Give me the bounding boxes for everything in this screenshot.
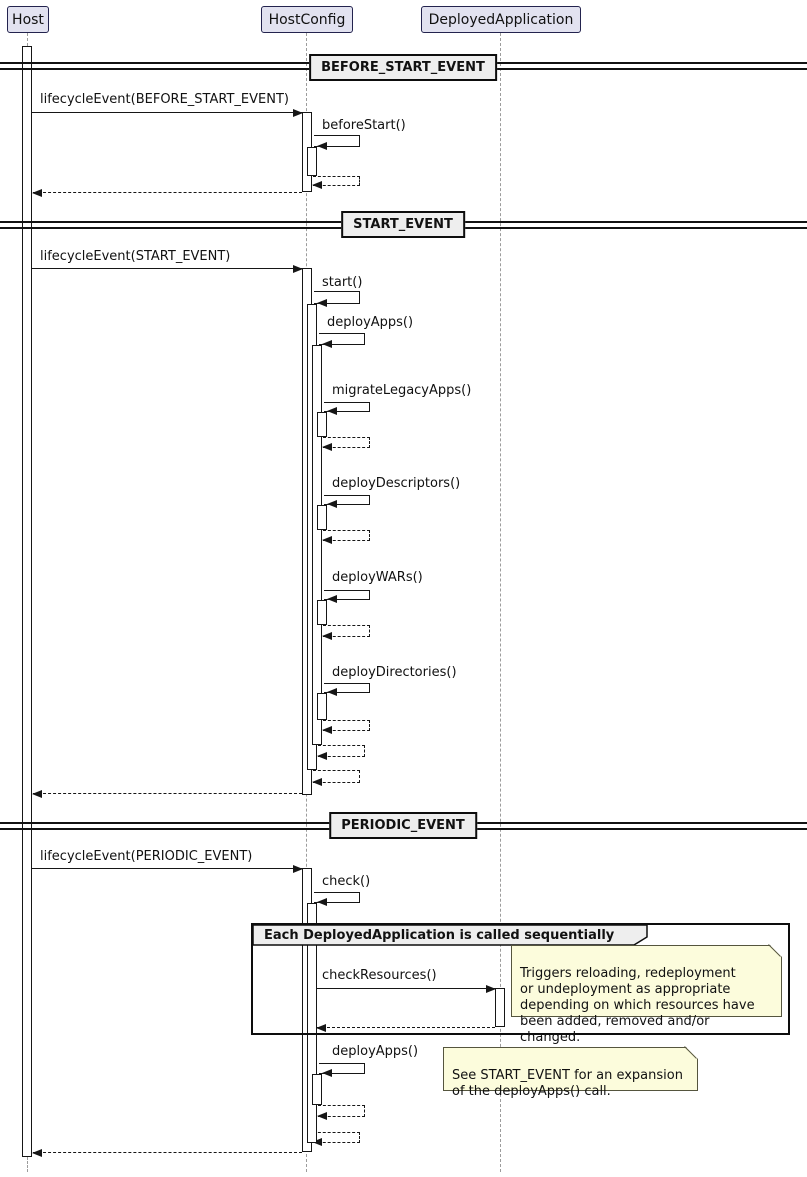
message-label-before-start: beforeStart() [322, 118, 406, 133]
arrowhead-icon [317, 142, 327, 150]
note-check-resources: Triggers reloading, redeployment or unde… [511, 944, 782, 1045]
return-arrow-lifecycle-before-start [32, 189, 302, 197]
arrowhead-icon [327, 595, 337, 603]
arrowhead-icon [312, 778, 322, 786]
divider-periodic-event: PERIODIC_EVENT [329, 812, 477, 839]
self-return-deploy-descriptors [322, 530, 370, 544]
activation-bar-migrate-legacy-apps [317, 412, 327, 437]
arrowhead-icon [317, 898, 327, 906]
message-label-deploy-apps-periodic: deployApps() [332, 1044, 419, 1059]
arrowhead-icon [322, 1069, 332, 1077]
message-label-lifecycle-start: lifecycleEvent(START_EVENT) [40, 249, 231, 264]
message-label-start: start() [322, 275, 363, 290]
message-label-deploy-directories: deployDirectories() [332, 665, 457, 680]
divider-before-start-event: BEFORE_START_EVENT [309, 54, 497, 81]
arrowhead-icon [317, 299, 327, 307]
arrowhead-icon [32, 189, 42, 197]
message-label-check: check() [322, 874, 371, 889]
activation-bar-before-start [307, 147, 317, 176]
arrowhead-icon [312, 1138, 322, 1146]
self-call-deploy-apps [319, 333, 365, 348]
return-arrow-lifecycle-start [32, 790, 302, 798]
message-label-deploy-descriptors: deployDescriptors() [332, 476, 461, 491]
lifeline-deployedapplication [500, 33, 501, 1172]
arrowhead-icon [32, 1149, 42, 1157]
message-arrow-lifecycle-start [32, 265, 303, 273]
arrowhead-icon [293, 265, 303, 273]
self-call-migrate-legacy-apps [324, 402, 370, 415]
lifeline-host-bottom [27, 1157, 28, 1172]
arrowhead-icon [322, 443, 332, 451]
note-check-resources-text: Triggers reloading, redeployment or unde… [520, 966, 755, 1045]
self-return-migrate-legacy-apps [322, 437, 370, 451]
self-return-deploy-apps-periodic [317, 1105, 365, 1120]
self-return-deploy-directories [322, 720, 370, 734]
activation-bar-check [307, 903, 317, 1143]
participant-host: Host [7, 6, 49, 33]
message-arrow-lifecycle-before-start [32, 109, 303, 117]
arrowhead-icon [322, 726, 332, 734]
arrowhead-icon [322, 536, 332, 544]
arrowhead-icon [317, 752, 327, 760]
activation-bar-deploy-apps-periodic [312, 1074, 322, 1105]
arrowhead-icon [327, 500, 337, 508]
arrowhead-icon [327, 407, 337, 415]
arrowhead-icon [327, 688, 337, 696]
message-label-migrate-legacy-apps: migrateLegacyApps() [332, 383, 472, 398]
self-return-check [312, 1132, 360, 1146]
message-label-deploy-wars: deployWARs() [332, 570, 423, 585]
activation-bar-deployedapplication [495, 988, 505, 1027]
activation-bar-deploy-apps [312, 345, 322, 745]
self-return-before-start [312, 176, 360, 189]
self-return-deploy-apps [317, 745, 365, 760]
arrowhead-icon [322, 632, 332, 640]
arrowhead-icon [486, 985, 496, 993]
self-call-deploy-directories [324, 683, 370, 696]
self-call-deploy-apps-periodic [319, 1063, 365, 1077]
return-arrow-check-resources [316, 1024, 495, 1032]
arrowhead-icon [312, 181, 322, 189]
arrowhead-icon [32, 790, 42, 798]
message-label-lifecycle-before-start: lifecycleEvent(BEFORE_START_EVENT) [40, 92, 289, 107]
note-deploy-apps-text: See START_EVENT for an expansion of the … [452, 1068, 683, 1099]
self-call-deploy-wars [324, 590, 370, 603]
activation-bar-deploy-wars [317, 600, 327, 625]
self-call-check [314, 892, 360, 906]
self-call-start [314, 291, 360, 307]
note-fold-icon [686, 1047, 698, 1059]
self-call-deploy-descriptors [324, 495, 370, 508]
note-fold-icon [770, 945, 782, 957]
self-call-before-start [314, 135, 360, 150]
frame-sequential-group: Each DeployedApplication is called seque… [251, 923, 790, 1035]
frame-title: Each DeployedApplication is called seque… [264, 928, 615, 943]
arrowhead-icon [317, 1112, 327, 1120]
arrowhead-icon [293, 109, 303, 117]
message-arrow-lifecycle-periodic [32, 865, 303, 873]
message-label-check-resources: checkResources() [322, 968, 437, 983]
frame-header-pentagon [253, 925, 648, 946]
arrowhead-icon [322, 340, 332, 348]
note-deploy-apps: See START_EVENT for an expansion of the … [443, 1046, 698, 1099]
lifeline-host-top [27, 33, 28, 46]
self-return-start [312, 770, 360, 786]
message-label-deploy-apps: deployApps() [327, 315, 414, 330]
participant-deployedapplication: DeployedApplication [421, 6, 581, 33]
return-arrow-lifecycle-periodic [32, 1149, 302, 1157]
message-label-lifecycle-periodic: lifecycleEvent(PERIODIC_EVENT) [40, 849, 253, 864]
message-arrow-check-resources [317, 985, 496, 993]
activation-bar-deploy-directories [317, 693, 327, 720]
participant-hostconfig: HostConfig [261, 6, 353, 33]
activation-bar-host [22, 46, 32, 1157]
arrowhead-icon [293, 865, 303, 873]
self-return-deploy-wars [322, 625, 370, 640]
divider-start-event: START_EVENT [341, 211, 465, 238]
arrowhead-icon [316, 1024, 326, 1032]
activation-bar-deploy-descriptors [317, 505, 327, 530]
